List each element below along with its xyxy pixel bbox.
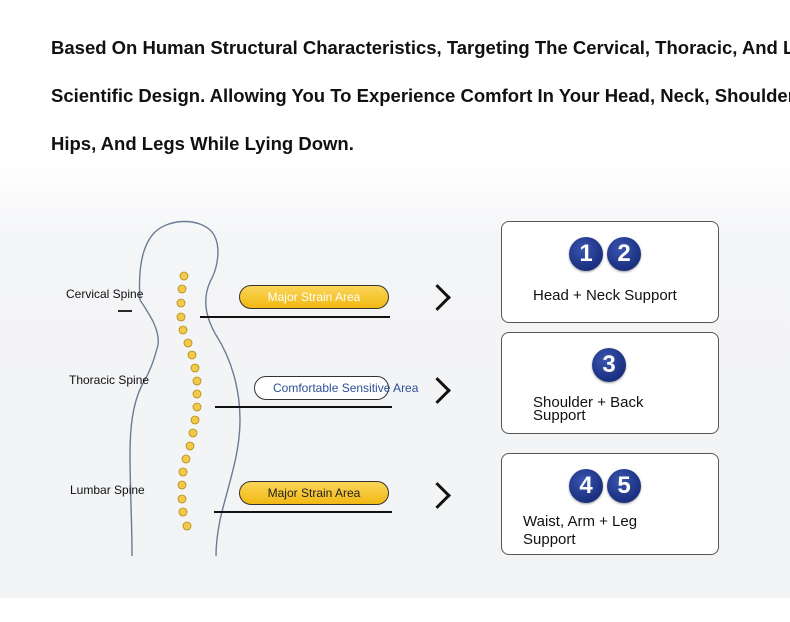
number-badge: 4 [569,469,603,503]
vertebra [182,521,192,531]
card-text: Support [523,531,576,548]
thoracic-spine-label: Thoracic Spine [69,373,150,387]
support-card-waist-arm-leg: 4 5 Waist, Arm + Leg Support [501,453,719,555]
card-text: Support [533,407,586,424]
vertebra [183,338,193,348]
lumbar-spine-label: Lumbar Spine [70,483,145,497]
vertebra [177,284,187,294]
vertebra [178,467,188,477]
intro-line: Scientific Design. Allowing You To Exper… [51,85,790,106]
vertebra [188,428,198,438]
vertebra [192,389,202,399]
vertebra [179,271,189,281]
support-card-shoulder-back: 3 Shoulder + Back Support [501,332,719,434]
vertebra [181,454,191,464]
vertebra [176,298,186,308]
strain-area-pill: Major Strain Area [239,481,389,505]
vertebra [176,312,186,322]
comfort-area-pill: Comfortable Sensitive Area [254,376,418,400]
vertebra [192,402,202,412]
vertebra [177,494,187,504]
card-text: Shoulder + Back [533,394,644,411]
number-badge: 3 [592,348,626,382]
vertebra [190,363,200,373]
strain-area-pill: Major Strain Area [239,285,389,309]
vertebra [178,507,188,517]
vertebra [192,376,202,386]
support-card-head-neck: 1 2 Head + Neck Support [501,221,719,323]
number-badge: 2 [607,237,641,271]
number-badge: 1 [569,237,603,271]
intro-line: Hips, And Legs While Lying Down. [51,133,354,154]
vertebra [177,480,187,490]
pointer-line [215,406,392,408]
intro-text: Based On Human Structural Characteristic… [51,26,790,170]
pointer-line [200,316,390,318]
intro-line: Based On Human Structural Characteristic… [51,37,790,58]
vertebra [187,350,197,360]
vertebra [185,441,195,451]
vertebra [190,415,200,425]
card-text: Head + Neck Support [533,287,677,304]
pointer-line [214,511,392,513]
card-text: Waist, Arm + Leg [523,513,638,530]
spine-vertebrae [176,271,202,531]
cervical-spine-label: Cervical Spine [66,287,144,301]
vertebra [178,325,188,335]
number-badge: 5 [607,469,641,503]
